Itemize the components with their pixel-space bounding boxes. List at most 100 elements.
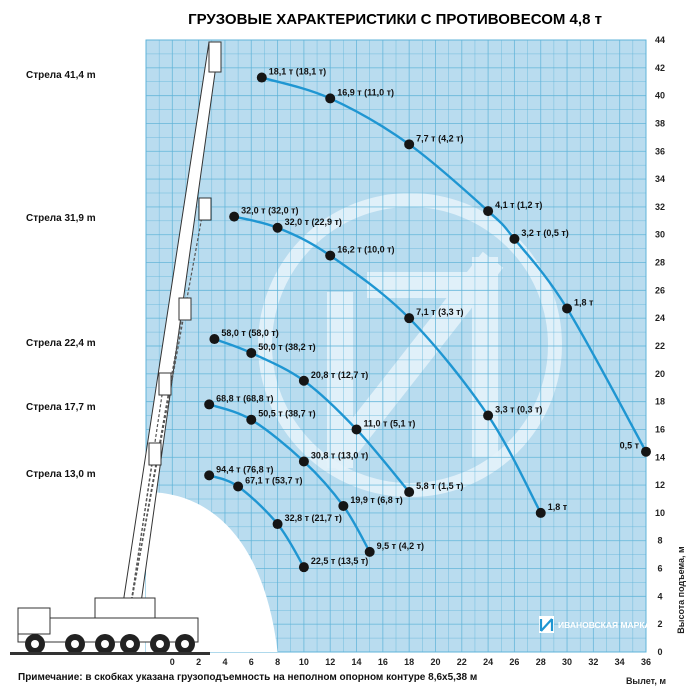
- point-s2-1: [229, 211, 240, 222]
- point-s1-5: [509, 233, 520, 244]
- point-s4-2: [246, 414, 257, 425]
- point-s3-3: [298, 375, 309, 386]
- y-tick-30: 30: [655, 230, 665, 240]
- load-label-s5-4: 22,5 т (13,5 т): [311, 556, 368, 566]
- x-tick-2: 2: [196, 657, 201, 667]
- y-tick-24: 24: [655, 313, 665, 323]
- point-s4-4: [338, 500, 349, 511]
- hook-block-3: [178, 297, 192, 321]
- y-tick-20: 20: [655, 369, 665, 379]
- crane-wheel-hub-6: [181, 640, 189, 648]
- point-s1-4: [483, 206, 494, 217]
- load-label-s2-5: 3,3 т (0,3 т): [495, 405, 542, 415]
- boom-position-4: [129, 374, 166, 611]
- y-axis-ticks: 0246810121416182022242628303234363840424…: [655, 35, 665, 657]
- point-s3-5: [404, 487, 415, 498]
- x-tick-10: 10: [299, 657, 309, 667]
- crane-wheel-hub-1: [31, 640, 39, 648]
- load-label-s1-2: 16,9 т (11,0 т): [337, 87, 394, 97]
- load-label-s1-6: 1,8 т: [574, 297, 594, 307]
- load-points: [204, 72, 651, 573]
- point-s1-3: [404, 139, 415, 150]
- y-tick-44: 44: [655, 35, 665, 45]
- y-tick-10: 10: [655, 508, 665, 518]
- x-tick-12: 12: [325, 657, 335, 667]
- x-tick-30: 30: [562, 657, 572, 667]
- y-tick-28: 28: [655, 258, 665, 268]
- boom-label-5: Стрела 13,0 m: [26, 469, 96, 480]
- load-label-s3-2: 50,0 т (38,2 т): [258, 342, 315, 352]
- boom-position-5: [129, 444, 156, 611]
- load-label-s3-3: 20,8 т (12,7 т): [311, 370, 368, 380]
- x-tick-32: 32: [588, 657, 598, 667]
- x-tick-24: 24: [483, 657, 493, 667]
- x-tick-18: 18: [404, 657, 414, 667]
- hook-block-1: [208, 41, 222, 73]
- y-tick-40: 40: [655, 91, 665, 101]
- load-label-s2-2: 32,0 т (22,9 т): [285, 217, 342, 227]
- load-label-s2-6: 1,8 т: [548, 502, 568, 512]
- x-tick-28: 28: [536, 657, 546, 667]
- load-label-s4-5: 9,5 т (4,2 т): [377, 541, 424, 551]
- footnote: Примечание: в скобках указана грузоподъе…: [18, 671, 477, 683]
- load-label-s5-1: 94,4 т (76,8 т): [216, 464, 273, 474]
- y-tick-34: 34: [655, 174, 665, 184]
- y-tick-26: 26: [655, 285, 665, 295]
- load-label-s3-5: 5,8 т (1,5 т): [416, 481, 463, 491]
- point-s4-3: [298, 456, 309, 467]
- load-label-s4-3: 30,8 т (13,0 т): [311, 450, 368, 460]
- load-label-s5-2: 67,1 т (53,7 т): [245, 475, 302, 485]
- point-s1-7: [641, 446, 651, 457]
- load-label-s2-3: 16,2 т (10,0 т): [337, 245, 394, 255]
- hook-block-2: [198, 197, 212, 221]
- crane-wheel-hub-4: [126, 640, 134, 648]
- x-tick-14: 14: [352, 657, 362, 667]
- point-s4-5: [364, 546, 375, 557]
- x-tick-16: 16: [378, 657, 388, 667]
- x-tick-4: 4: [222, 657, 227, 667]
- point-s2-6: [535, 507, 546, 518]
- watermark-letters: [321, 251, 504, 474]
- x-tick-8: 8: [275, 657, 280, 667]
- load-label-s4-2: 50,5 т (38,7 т): [258, 409, 315, 419]
- point-s3-4: [351, 424, 362, 435]
- x-tick-26: 26: [509, 657, 519, 667]
- chart-title: ГРУЗОВЫЕ ХАРАКТЕРИСТИКИ С ПРОТИВОВЕСОМ 4…: [188, 11, 602, 28]
- ground-line: [10, 652, 210, 655]
- boom-label-1: Стрела 41,4 m: [26, 70, 96, 81]
- y-tick-8: 8: [657, 536, 662, 546]
- point-s2-3: [325, 250, 336, 261]
- y-tick-6: 6: [657, 564, 662, 574]
- point-s5-3: [272, 519, 283, 530]
- clearance-area: [146, 492, 278, 652]
- boom-label-4: Стрела 17,7 m: [26, 402, 96, 413]
- point-s4-1: [204, 399, 215, 410]
- point-s3-2: [246, 347, 257, 358]
- load-label-s1-4: 4,1 т (1,2 т): [495, 200, 542, 210]
- load-label-s1-3: 7,7 т (4,2 т): [416, 133, 463, 143]
- x-tick-36: 36: [641, 657, 651, 667]
- boom-label-2: Стрела 31,9 m: [26, 213, 96, 224]
- x-tick-22: 22: [457, 657, 467, 667]
- x-axis-label: Вылет, м: [626, 676, 666, 686]
- grid: [146, 40, 646, 652]
- point-s1-6: [562, 303, 573, 314]
- curve-series-5: [208, 474, 305, 568]
- y-tick-22: 22: [655, 341, 665, 351]
- point-s2-5: [483, 410, 494, 421]
- point-s2-4: [404, 313, 415, 324]
- point-s2-2: [272, 222, 283, 233]
- hook-block-5: [148, 442, 162, 466]
- y-tick-14: 14: [655, 452, 665, 462]
- y-tick-38: 38: [655, 118, 665, 128]
- x-tick-20: 20: [430, 657, 440, 667]
- load-label-s4-4: 19,9 т (6,8 т): [350, 495, 402, 505]
- y-tick-12: 12: [655, 480, 665, 490]
- load-label-s3-4: 11,0 т (5,1 т): [364, 418, 416, 428]
- x-tick-34: 34: [615, 657, 625, 667]
- load-label-s3-1: 58,0 т (58,0 т): [221, 328, 278, 338]
- crane-cab: [17, 607, 51, 635]
- brand-logo-text: ИВАНОВСКАЯ МАРКА: [558, 620, 651, 630]
